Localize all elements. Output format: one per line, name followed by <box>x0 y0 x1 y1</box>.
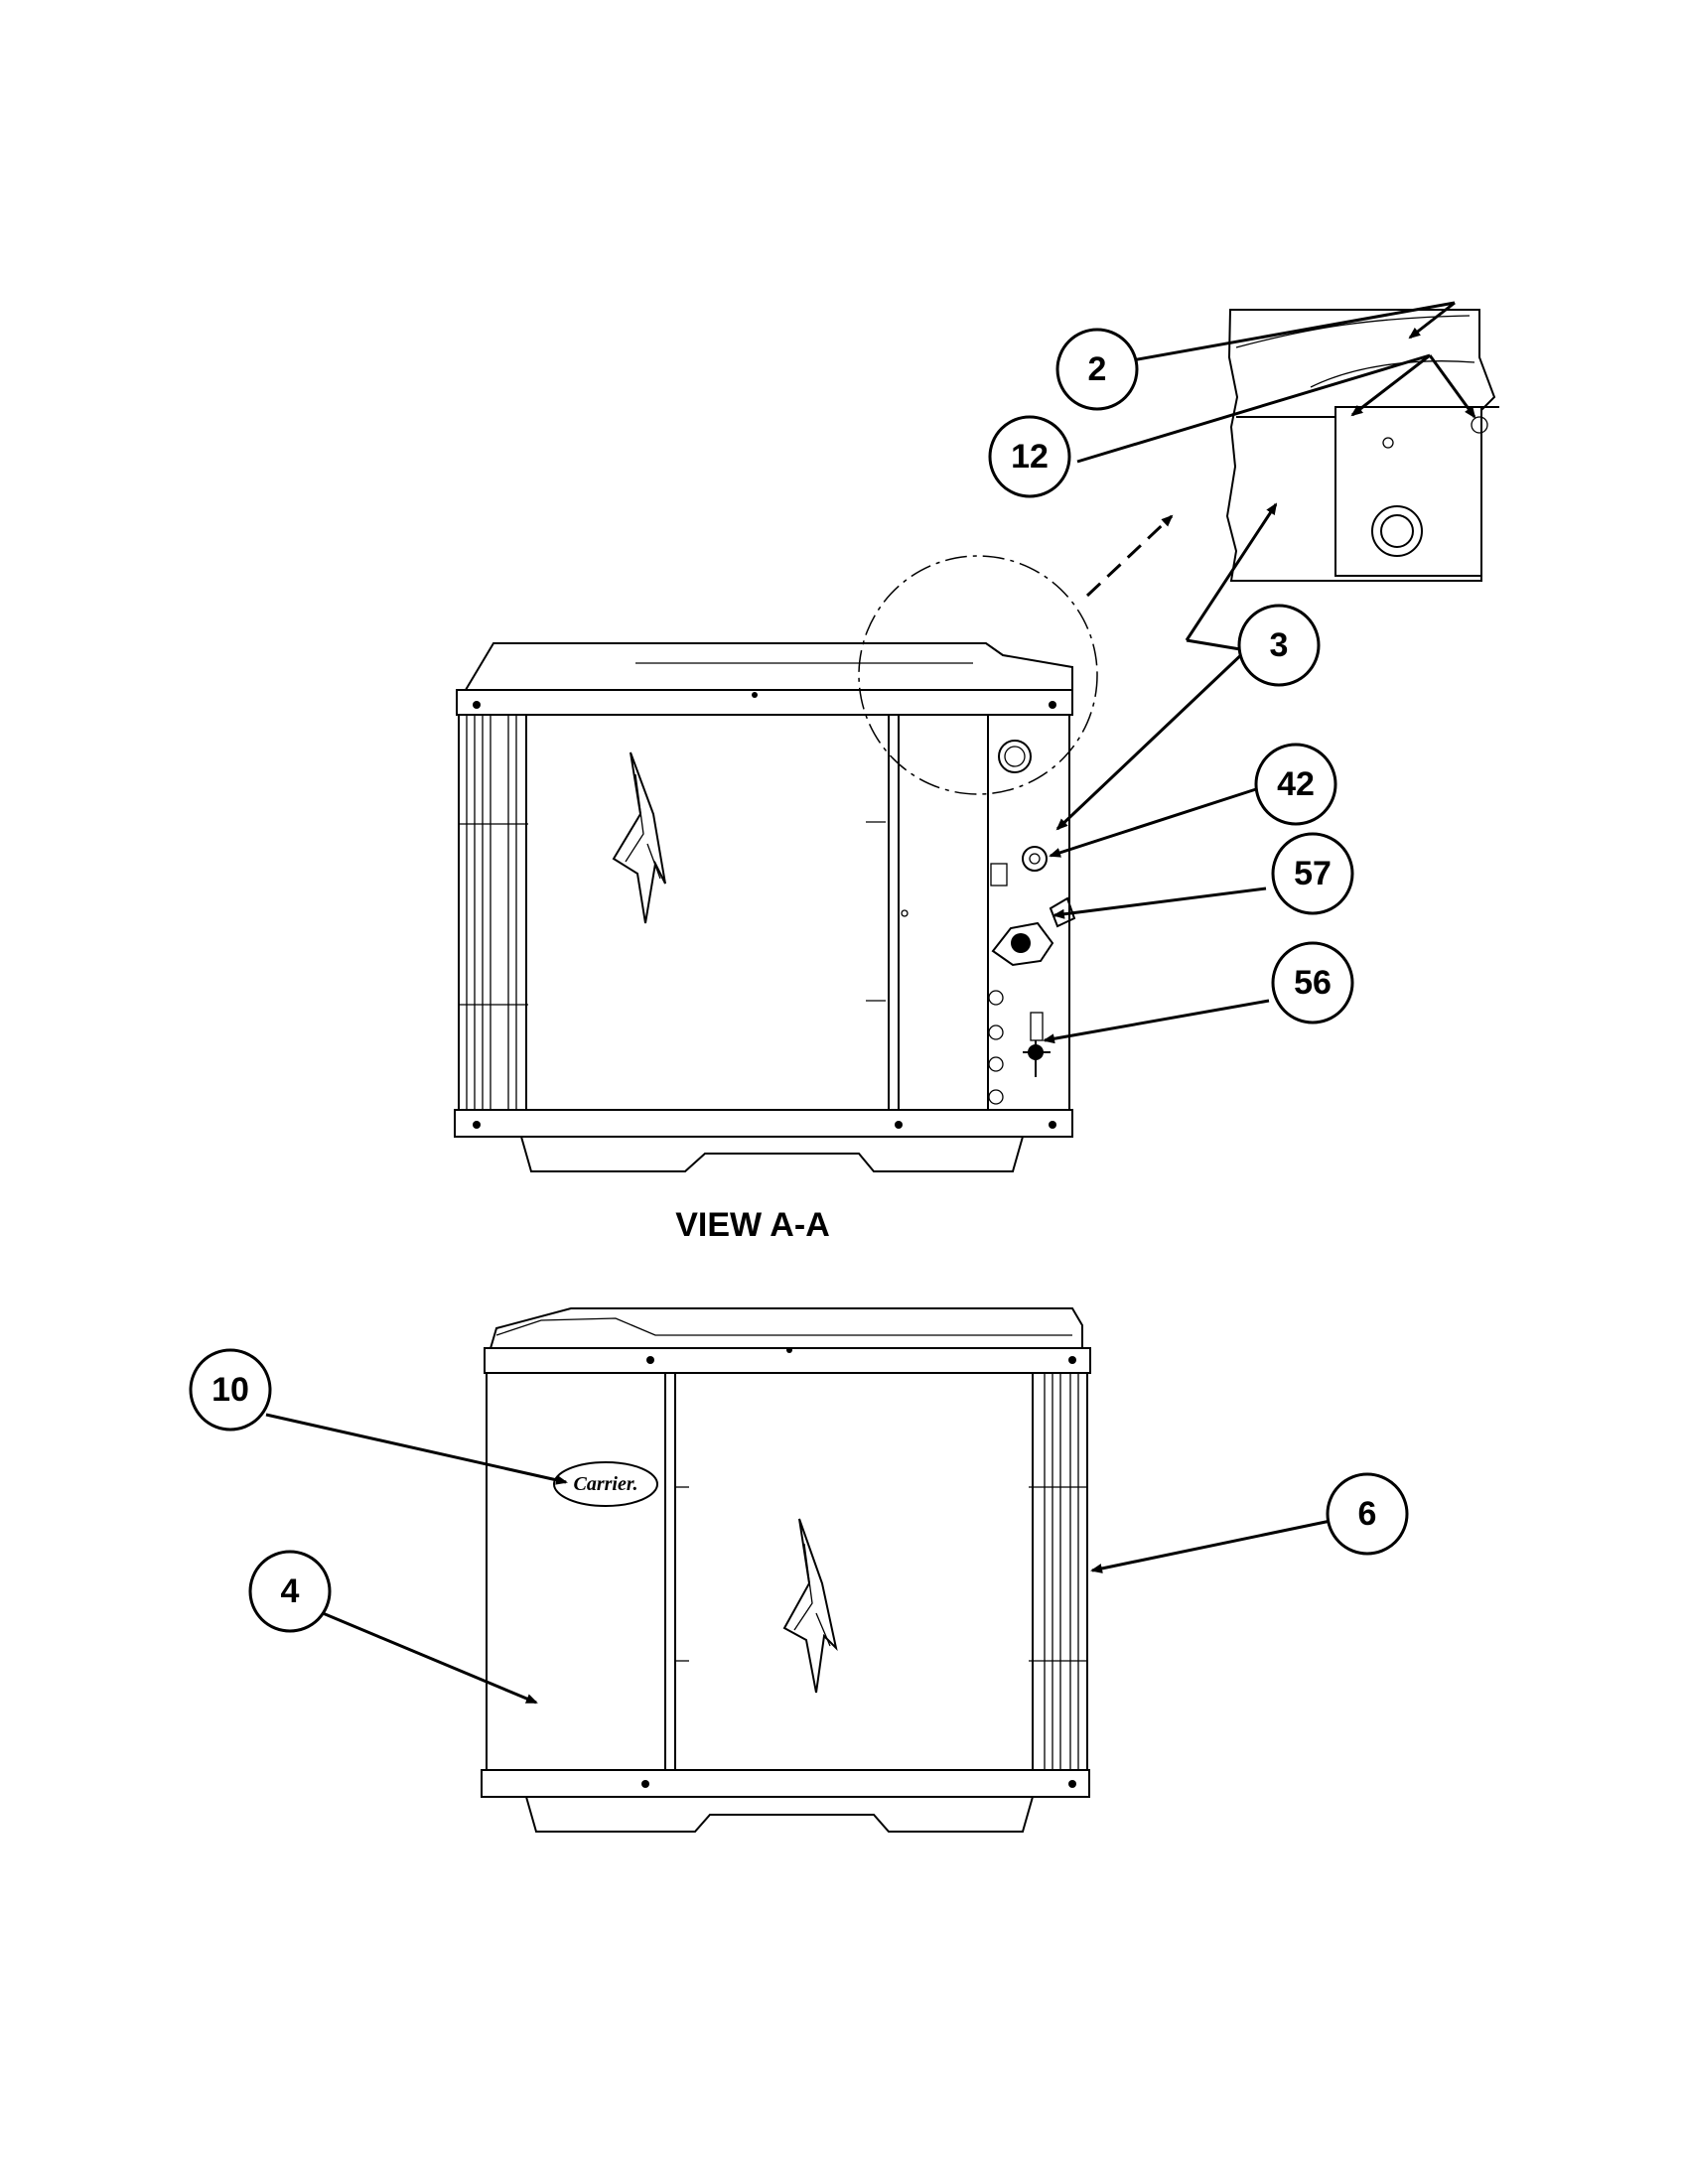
callout-12-label: 12 <box>1011 438 1049 476</box>
brand-logo: Carrier. <box>553 1461 658 1507</box>
callout-3: 3 <box>1237 604 1321 687</box>
coil-fins-right <box>1029 1373 1087 1770</box>
callout-2-label: 2 <box>1088 350 1107 388</box>
callout-56: 56 <box>1271 941 1354 1024</box>
detail-inset <box>1225 309 1499 582</box>
callout-4: 4 <box>248 1550 332 1633</box>
front-leaders <box>265 1413 1332 1705</box>
unit-view-a-a <box>454 642 1076 1172</box>
view-label: VIEW A-A <box>675 1206 830 1244</box>
detail-circle <box>858 555 1098 795</box>
callout-56-label: 56 <box>1294 964 1332 1002</box>
view-a-a-leaders <box>1043 787 1270 1044</box>
callout-3-label: 3 <box>1270 626 1289 664</box>
callout-10: 10 <box>189 1348 272 1432</box>
detail-leaders <box>1055 301 1476 831</box>
coil-fins-left <box>459 715 528 1110</box>
callout-2: 2 <box>1055 328 1139 411</box>
callout-42: 42 <box>1254 743 1337 826</box>
callout-6: 6 <box>1326 1472 1409 1556</box>
callout-57: 57 <box>1271 832 1354 915</box>
callout-6-label: 6 <box>1358 1495 1377 1533</box>
callout-10-label: 10 <box>211 1371 249 1409</box>
brand-logo-text: Carrier. <box>573 1473 637 1495</box>
unit-front-view: Carrier. <box>481 1307 1091 1833</box>
callout-42-label: 42 <box>1277 765 1315 803</box>
callout-12: 12 <box>988 415 1071 498</box>
callout-57-label: 57 <box>1294 855 1332 892</box>
callout-4-label: 4 <box>281 1572 300 1610</box>
